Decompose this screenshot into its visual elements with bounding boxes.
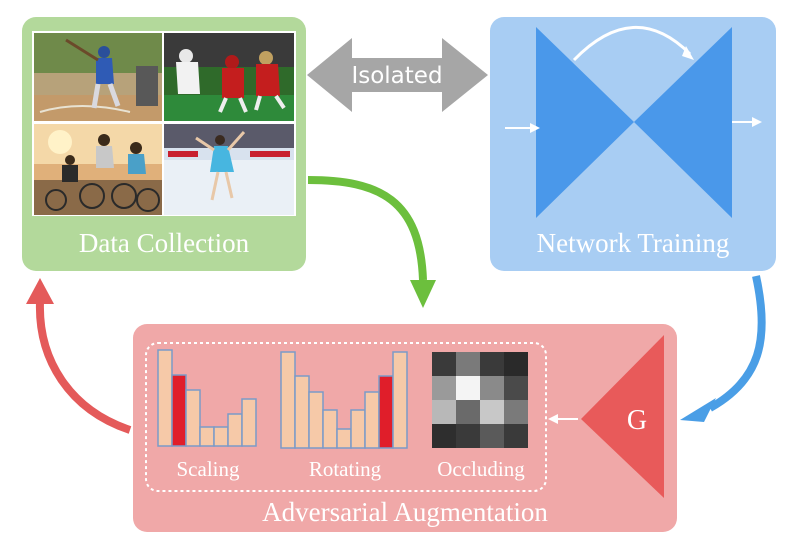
- green-curved-arrow: [307, 176, 436, 308]
- rotating-histogram: [280, 351, 408, 449]
- adversarial-augmentation-label: Adversarial Augmentation: [262, 497, 548, 527]
- photo-figure-skater: [164, 124, 294, 215]
- photo-cyclists: [34, 124, 162, 215]
- generator-output-arrow: [548, 414, 578, 424]
- network-training-box: [490, 17, 776, 271]
- occluding-grid: [432, 352, 528, 448]
- blue-curved-arrow: [680, 275, 766, 422]
- photo-american-football: [164, 33, 294, 121]
- operation-label-rotating: Rotating: [309, 457, 382, 481]
- decoder-triangle: [634, 27, 732, 218]
- data-collection-label: Data Collection: [79, 228, 250, 258]
- input-arrow: [505, 123, 540, 133]
- skip-connection-arrow: [572, 25, 692, 62]
- generator-triangle: [581, 335, 664, 498]
- data-collection-box: [22, 17, 306, 271]
- network-training-label: Network Training: [537, 228, 730, 258]
- adversarial-augmentation-box: Scaling Rotating Occluding G: [133, 324, 677, 532]
- output-arrow: [732, 117, 762, 127]
- red-curved-arrow: [26, 278, 132, 434]
- operation-label-scaling: Scaling: [177, 457, 240, 481]
- isolated-label: Isolated: [351, 63, 442, 89]
- encoder-triangle: [536, 27, 634, 218]
- generator-label: G: [627, 405, 647, 436]
- scaling-histogram: [157, 349, 257, 447]
- photo-baseball: [34, 33, 162, 121]
- augmentation-ops-frame: [145, 342, 547, 492]
- operation-label-occluding: Occluding: [437, 457, 525, 481]
- isolated-double-arrow: [307, 38, 488, 112]
